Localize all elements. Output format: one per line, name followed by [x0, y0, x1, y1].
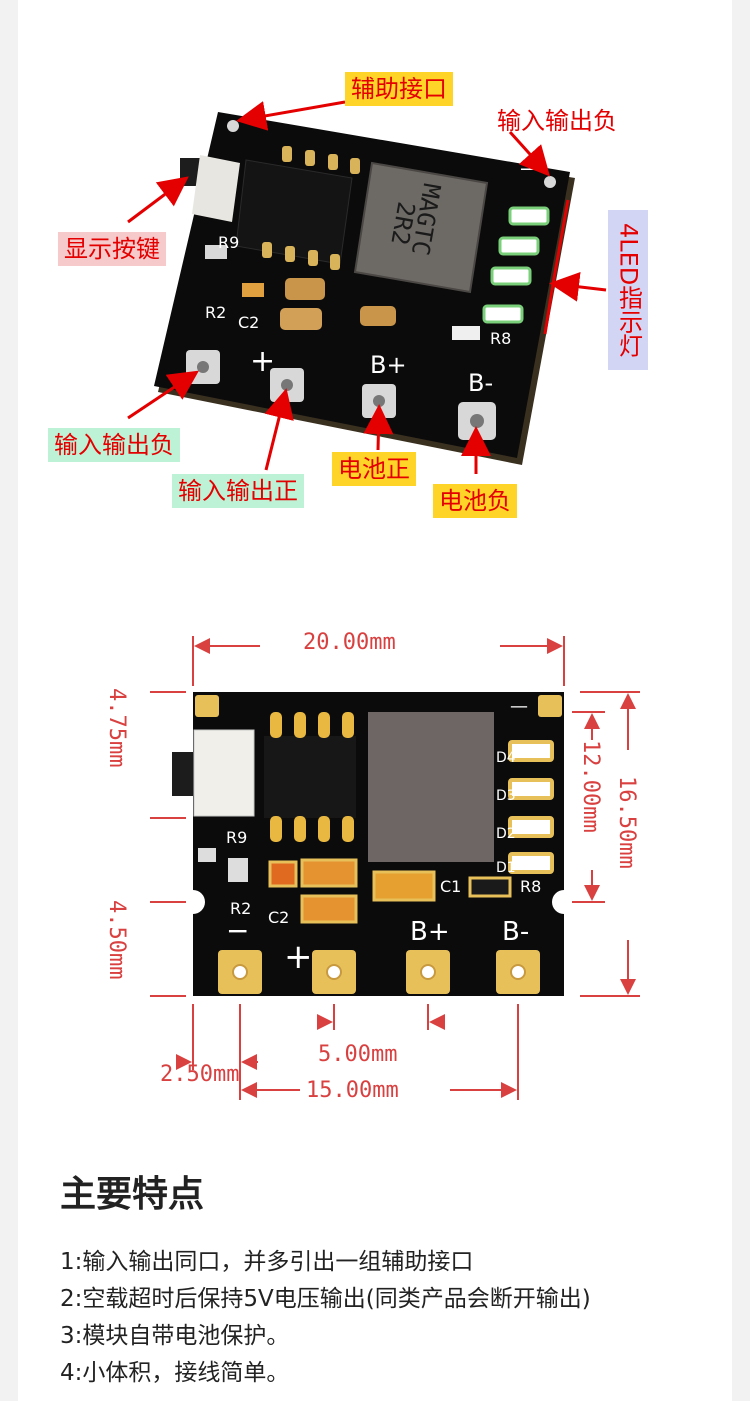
silk-r2: R2 [205, 303, 226, 322]
silk-d1-top: D1 [496, 860, 516, 876]
silk-minus-top: − [226, 914, 249, 947]
label-led-indicator: 4LED指示灯 [608, 210, 648, 370]
dim-left-top: 4.75mm [104, 688, 129, 768]
features-list: 1:输入输出同口，并多引出一组辅助接口 2:空载超时后保持5V电压输出(同类产品… [60, 1244, 700, 1392]
silk-d2-top: D2 [496, 826, 516, 842]
ic-chip-top [264, 736, 356, 818]
capacitor-c3a-top [300, 858, 358, 888]
label-battery-positive: 电池正 [332, 452, 416, 486]
silk-r8-top: R8 [520, 877, 541, 896]
capacitor-c1 [360, 306, 396, 326]
led-array [482, 206, 550, 324]
label-io-negative: 输入输出负 [48, 428, 180, 462]
capacitor-c3 [280, 308, 322, 330]
label-battery-negative: 电池负 [433, 484, 517, 518]
silk-plus-top: + [284, 937, 313, 977]
silk-r8: R8 [490, 329, 511, 348]
capacitor-c3b-top [300, 894, 358, 924]
silk-r9-top: R9 [226, 828, 247, 847]
features-title: 主要特点 [60, 1174, 205, 1215]
silk-bminus: B- [468, 369, 493, 397]
silk-c2: C2 [238, 313, 259, 332]
silk-c2-top: C2 [268, 908, 289, 927]
silk-bplus: B+ [370, 351, 407, 379]
features-section: 主要特点 1:输入输出同口，并多引出一组辅助接口 2:空载超时后保持5V电压输出… [60, 1172, 700, 1392]
ic-pins [262, 146, 360, 270]
dim-width: 20.00mm [303, 630, 396, 655]
feature-item: 2:空载超时后保持5V电压输出(同类产品会断开输出) [60, 1286, 591, 1312]
feature-item: 3:模块自带电池保护。 [60, 1323, 290, 1349]
dim-right-inner: 12.00mm [578, 740, 603, 833]
capacitor-c2 [285, 278, 325, 300]
switch-body-top [193, 729, 255, 817]
capacitor-c1-top [372, 870, 436, 902]
label-aux-port: 辅助接口 [345, 72, 453, 106]
dim-right-outer: 16.50mm [614, 776, 639, 869]
corner-pad-left [195, 695, 219, 717]
label-io-negative-top: 输入输出负 [497, 107, 617, 135]
ic-pins-top [270, 712, 354, 842]
switch-body [192, 155, 240, 222]
feature-item: 4:小体积，接线简单。 [60, 1360, 290, 1386]
dimension-lines [150, 636, 640, 1100]
silk-c1-top: C1 [440, 877, 461, 896]
label-display-button: 显示按键 [58, 232, 166, 266]
solder-pads-top [218, 950, 540, 994]
silk-d3-top: D3 [496, 788, 516, 804]
silk-r9: R9 [218, 233, 239, 252]
silk-bminus-top: B- [502, 917, 529, 947]
switch-actuator-top [172, 752, 194, 796]
inductor [353, 161, 489, 294]
resistor-r8-top [468, 876, 512, 898]
dimension-graphic: − + B+ B- R9 R2 C2 C1 R8 D4 D3 D2 D1 — [150, 636, 640, 1100]
corner-pad-right [538, 695, 562, 717]
resistor-r9 [205, 245, 227, 259]
silk-d4-top: D4 [496, 750, 516, 766]
label-io-positive: 输入输出正 [172, 474, 304, 508]
dimension-drawing: − + B+ B- R9 R2 C2 C1 R8 D4 D3 D2 D1 — [0, 600, 750, 1140]
dim-left-bottom: 4.50mm [104, 900, 129, 980]
capacitor-c2-top [268, 860, 298, 888]
silk-dash-top: — [510, 696, 528, 717]
inductor-top [368, 712, 494, 862]
led-bracket [543, 199, 607, 335]
resistor-r2-top [228, 858, 248, 882]
resistor-r2 [242, 283, 264, 297]
feature-item: 1:输入输出同口，并多引出一组辅助接口 [60, 1249, 474, 1275]
led-array-top [508, 740, 554, 874]
dim-pad-pitch: 5.00mm [318, 1042, 398, 1067]
resistor-r8 [452, 326, 480, 340]
callout-arrows [127, 100, 570, 474]
silk-bplus-top: B+ [410, 917, 450, 947]
silk-plus: + [250, 344, 275, 379]
led-label-text: 4LED指示灯 [614, 222, 643, 358]
silk-r2-top: R2 [230, 899, 251, 918]
dim-pad-span: 15.00mm [306, 1078, 399, 1103]
resistor-r9-top [198, 848, 216, 862]
dim-pad-offset: 2.50mm [160, 1062, 240, 1087]
board-photo-graphic: MAGTC 2R2 [127, 100, 607, 474]
labeled-board-photo: MAGTC 2R2 [0, 0, 750, 545]
silk-dash: — [520, 156, 540, 180]
